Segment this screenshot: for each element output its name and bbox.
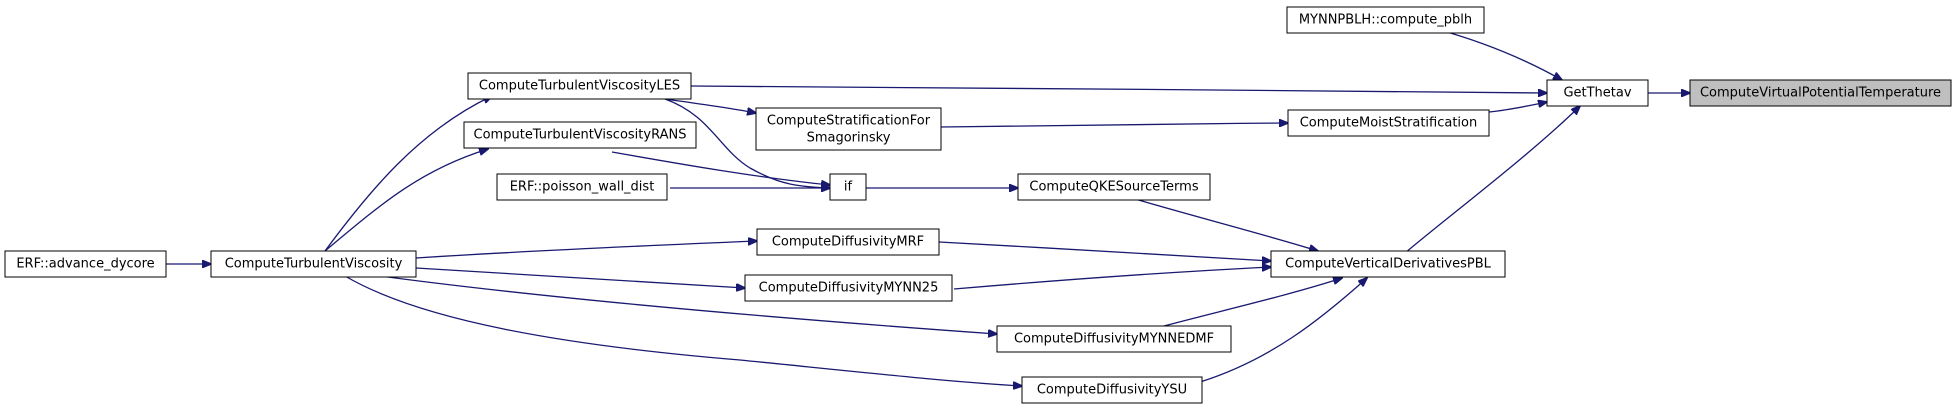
node-compute-moist-stratification[interactable]: ComputeMoistStratification xyxy=(1287,109,1490,137)
node-box xyxy=(1546,79,1649,107)
node-compute-diffusivity-mrf[interactable]: ComputeDiffusivityMRF xyxy=(756,228,940,256)
node-label: ComputeDiffusivityMYNNEDMF xyxy=(1014,332,1214,347)
edge-vertderiv-to-getthetav xyxy=(1404,106,1580,254)
node-label: ComputeDiffusivityMYNN25 xyxy=(759,281,939,296)
node-compute-stratification-for-smagorinsky[interactable]: ComputeStratificationFor Smagorinsky xyxy=(755,107,942,151)
node-compute-turbulent-viscosity-les[interactable]: ComputeTurbulentViscosityLES xyxy=(467,72,692,100)
node-box xyxy=(467,72,692,100)
edge-moiststrat-to-getthetav xyxy=(1488,102,1547,113)
node-compute-virtual-potential-temperature: ComputeVirtualPotentialTemperature xyxy=(1689,79,1952,107)
node-box xyxy=(4,250,167,278)
node-label: ComputeStratificationFor xyxy=(767,114,931,129)
node-label: GetThetav xyxy=(1563,86,1631,101)
node-box xyxy=(829,173,867,201)
node-label: ComputeDiffusivityYSU xyxy=(1037,383,1187,398)
node-box xyxy=(1270,250,1506,278)
edge-tvrans-to-if xyxy=(611,151,830,185)
edge-qkesrc-to-vertderiv xyxy=(1134,198,1318,251)
node-compute-qke-source-terms[interactable]: ComputeQKESourceTerms xyxy=(1017,173,1211,201)
edge-mynnpblh-to-getthetav xyxy=(1439,29,1562,80)
node-mynnpblh-compute-pblh[interactable]: MYNNPBLH::compute_pblh xyxy=(1286,6,1485,34)
nodes: ComputeVirtualPotentialTemperature GetTh… xyxy=(4,6,1952,404)
node-if[interactable]: if xyxy=(829,173,867,201)
node-box xyxy=(210,250,417,278)
node-box xyxy=(1017,173,1211,201)
node-box xyxy=(463,121,697,149)
node-compute-diffusivity-ysu[interactable]: ComputeDiffusivityYSU xyxy=(1021,376,1203,404)
node-compute-diffusivity-mynn25[interactable]: ComputeDiffusivityMYNN25 xyxy=(744,274,953,302)
node-box xyxy=(1286,6,1485,34)
node-box xyxy=(1689,79,1952,107)
node-box xyxy=(1021,376,1203,404)
node-compute-turbulent-viscosity-rans[interactable]: ComputeTurbulentViscosityRANS xyxy=(463,121,697,149)
node-erf-poisson-wall-dist[interactable]: ERF::poisson_wall_dist xyxy=(496,173,668,201)
edges xyxy=(166,29,1690,386)
node-box xyxy=(744,274,953,302)
node-compute-turbulent-viscosity[interactable]: ComputeTurbulentViscosity xyxy=(210,250,417,278)
edge-tv-to-tvrans xyxy=(324,149,488,252)
node-box xyxy=(755,107,942,151)
node-label: ComputeTurbulentViscosityLES xyxy=(479,79,680,94)
node-box xyxy=(756,228,940,256)
edge-diffmrf-to-vertderiv xyxy=(938,241,1271,261)
node-label: ComputeTurbulentViscosity xyxy=(225,257,403,272)
node-label: ComputeDiffusivityMRF xyxy=(772,235,924,250)
node-getthetav[interactable]: GetThetav xyxy=(1546,79,1649,107)
node-erf-advance-dycore[interactable]: ERF::advance_dycore xyxy=(4,250,167,278)
node-label: MYNNPBLH::compute_pblh xyxy=(1299,13,1472,28)
edge-tv-to-tvles xyxy=(324,96,492,252)
node-box xyxy=(996,325,1232,353)
node-compute-vertical-derivatives-pbl[interactable]: ComputeVerticalDerivativesPBL xyxy=(1270,250,1506,278)
node-label: ComputeTurbulentViscosityRANS xyxy=(474,128,687,143)
node-label: ERF::advance_dycore xyxy=(16,257,154,272)
edge-tv-to-diffmrf xyxy=(415,241,757,259)
edge-tv-to-diffmynnedmf xyxy=(379,275,997,334)
node-label: ERF::poisson_wall_dist xyxy=(510,180,655,195)
edge-tvles-to-getthetav xyxy=(690,85,1547,93)
node-label: if xyxy=(844,180,853,195)
edge-diffmynn25-to-vertderiv xyxy=(953,267,1271,290)
edge-tv-to-diffysu xyxy=(344,275,1022,386)
edge-diffmynnedmf-to-vertderiv xyxy=(1159,278,1342,328)
edge-stratsmag-to-moiststrat xyxy=(940,123,1288,128)
node-label: ComputeVirtualPotentialTemperature xyxy=(1700,86,1941,101)
edge-tvles-to-if xyxy=(664,98,830,188)
node-box xyxy=(1287,109,1490,137)
node-compute-diffusivity-mynnedmf[interactable]: ComputeDiffusivityMYNNEDMF xyxy=(996,325,1232,353)
node-label: ComputeQKESourceTerms xyxy=(1029,180,1198,195)
node-label: Smagorinsky xyxy=(807,131,891,146)
node-label: ComputeMoistStratification xyxy=(1300,116,1478,131)
edge-tv-to-diffmynn25 xyxy=(415,267,745,288)
node-label: ComputeVerticalDerivativesPBL xyxy=(1285,257,1491,272)
edge-diffysu-to-vertderiv xyxy=(1199,278,1367,383)
edge-tvles-to-stratsmag xyxy=(664,98,756,113)
node-box xyxy=(496,173,668,201)
